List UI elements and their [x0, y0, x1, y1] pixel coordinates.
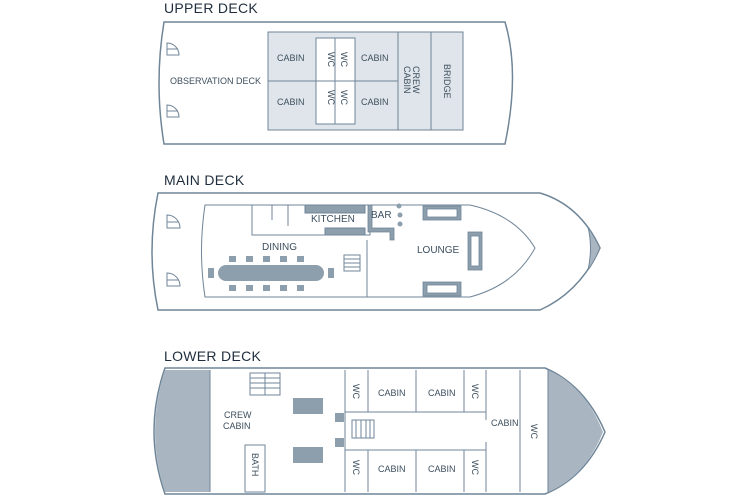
lower-cabin-t2-label: CABIN: [428, 388, 456, 398]
lower-deck-title: LOWER DECK: [164, 348, 262, 364]
lounge-label: LOUNGE: [417, 245, 460, 256]
upper-deck-title: UPPER DECK: [164, 0, 259, 16]
upper-stair-bottom-icon: [166, 104, 180, 118]
upper-wc-4-label: WC: [339, 90, 349, 105]
dining-label: DINING: [262, 242, 297, 253]
main-stair-bottom-icon: [166, 272, 181, 287]
upper-bridge-label: BRIDGE: [442, 64, 452, 99]
lower-stern-tank: [155, 370, 210, 492]
lower-ladder-icon: [249, 372, 281, 396]
upper-cabin-br-label: CABIN: [361, 97, 389, 107]
upper-cabin-bl-label: CABIN: [277, 97, 305, 107]
upper-cabin-tr-label: CABIN: [361, 53, 389, 63]
lower-deck-hull: [153, 367, 606, 495]
lower-wc-tr-label: WC: [470, 384, 480, 399]
main-deck-bow: [587, 226, 601, 271]
observation-deck-label: OBSERVATION DECK: [170, 76, 261, 86]
main-stairs-icon: [343, 240, 368, 297]
lower-crew-cabin-label: CABIN: [223, 421, 251, 431]
lower-cabin-mid-label: CABIN: [491, 418, 519, 428]
upper-wc-3-label: WC: [326, 90, 336, 105]
upper-stair-top-icon: [166, 42, 180, 56]
main-deck: KITCHEN BAR DINING: [151, 192, 601, 311]
upper-crew-label: CREW: [411, 66, 421, 94]
lower-wc-br-label: WC: [470, 460, 480, 475]
lower-wc-bl-label: WC: [351, 460, 361, 475]
upper-wc-2-label: WC: [339, 52, 349, 67]
lower-cabin-b2-label: CABIN: [428, 464, 456, 474]
bar-area: [367, 203, 403, 241]
main-stair-top-icon: [166, 214, 181, 229]
kitchen-label: KITCHEN: [311, 214, 355, 225]
upper-wc-1-label: WC: [326, 52, 336, 67]
bath-label: BATH: [250, 453, 260, 476]
dining-table: [208, 256, 334, 291]
upper-deck: OBSERVATION DECK CABIN CABIN CABIN CABIN…: [158, 21, 514, 145]
upper-cabin-tl-label: CABIN: [277, 53, 305, 63]
bar-label: BAR: [371, 210, 392, 221]
lower-interior-lines: [209, 370, 549, 493]
lower-deck: CREW CABIN BATH WC WC WC WC WC CABIN CAB…: [153, 367, 606, 495]
lounge-sofas: [422, 205, 483, 297]
lower-bow-tank: [548, 370, 603, 492]
lower-wc-bow-label: WC: [529, 424, 539, 439]
upper-cabin-block: [267, 31, 464, 131]
lower-machinery: [293, 398, 344, 463]
lower-wc-tl-label: WC: [351, 384, 361, 399]
main-deck-title: MAIN DECK: [164, 172, 245, 188]
lower-cabin-b1-label: CABIN: [378, 464, 406, 474]
lower-cabin-t1-label: CABIN: [378, 388, 406, 398]
lower-stairs-icon: [351, 419, 375, 439]
lower-crew-label: CREW: [224, 410, 252, 420]
upper-crew-cabin-label: CABIN: [402, 66, 412, 94]
